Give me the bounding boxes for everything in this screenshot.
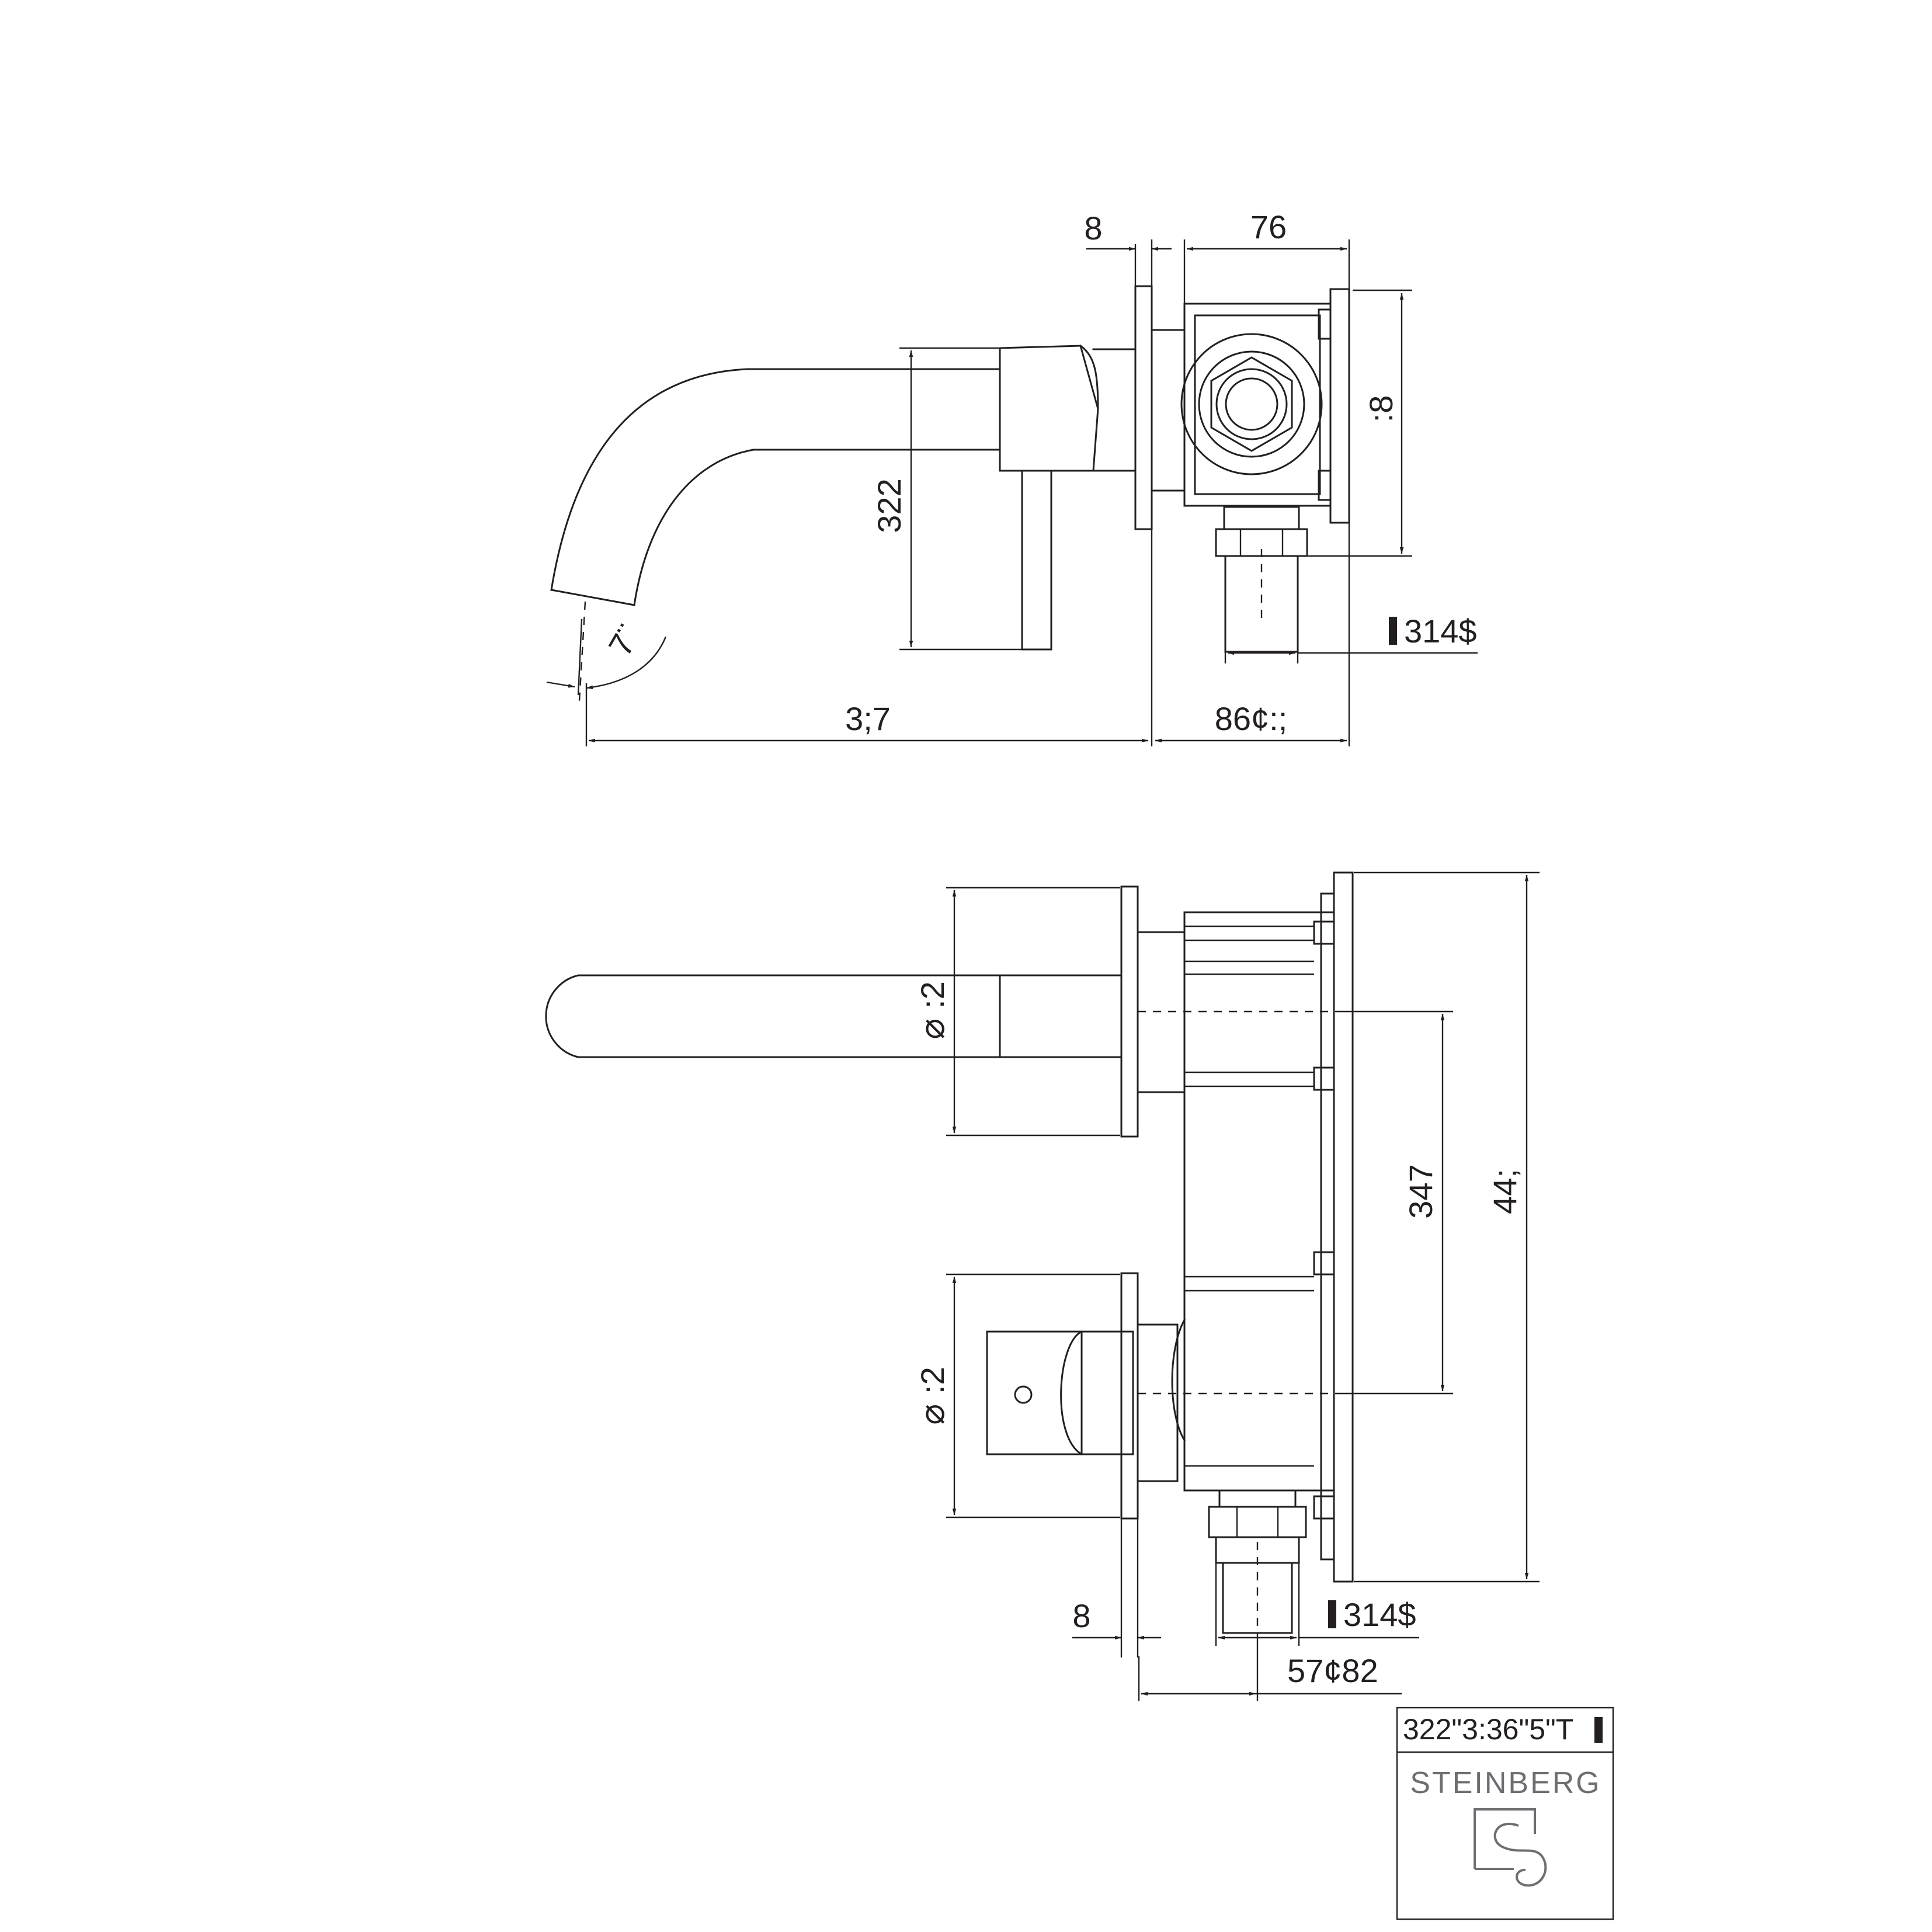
side-view: 8 76 :8 322 7¨ <box>546 209 1478 746</box>
dim-thread-front: 314$ <box>1343 1596 1416 1633</box>
handle-side <box>999 344 1137 651</box>
dim-plate-thickness: 8 <box>1084 210 1102 246</box>
dim-spout-plate-diameter: ⌀ :2 <box>912 981 951 1040</box>
dim-plate-thickness-front: 8 <box>1072 1597 1090 1634</box>
brand-name: STEINBERG <box>1410 1766 1601 1800</box>
dim-box-height: :8 <box>1363 395 1399 423</box>
valve-box-side <box>1151 288 1350 653</box>
valve-body-front <box>1138 871 1354 1583</box>
dim-depth-range-front: 57¢82 <box>1287 1652 1378 1689</box>
dim-depth-range-side: 86¢:; <box>1215 700 1288 737</box>
dim-spout-angle: 7¨ <box>601 618 647 662</box>
dim-spout-height: 322 <box>871 478 908 533</box>
title-block: 322"3:36"5"T STEINBERG <box>1396 1707 1614 1920</box>
wall-plate-side <box>1134 285 1153 530</box>
steinberg-logo-icon <box>1474 1808 1547 1887</box>
spout-side <box>550 368 1001 606</box>
spout-plate-front <box>1120 885 1139 1138</box>
dim-center-distance: 347 <box>1402 1164 1439 1218</box>
dimensions-front: ⌀ :2 ⌀ :2 347 44; 8 <box>912 871 1540 1701</box>
dim-lever-plate-diameter: ⌀ :2 <box>912 1367 951 1425</box>
bottom-nut-front <box>1208 1489 1307 1635</box>
dim-box-depth: 76 <box>1250 209 1287 245</box>
front-view: ⌀ :2 ⌀ :2 347 44; 8 <box>545 871 1540 1701</box>
spout-front <box>545 974 1123 1058</box>
dim-spout-projection: 3;7 <box>845 700 891 737</box>
dim-overall-height: 44; <box>1486 1169 1523 1214</box>
lever-plate-front <box>1120 1272 1139 1520</box>
title-block-code: 322"3:36"5"T <box>1403 1713 1573 1746</box>
lever-front <box>986 1330 1134 1456</box>
dim-thread-side: 314$ <box>1404 613 1477 649</box>
